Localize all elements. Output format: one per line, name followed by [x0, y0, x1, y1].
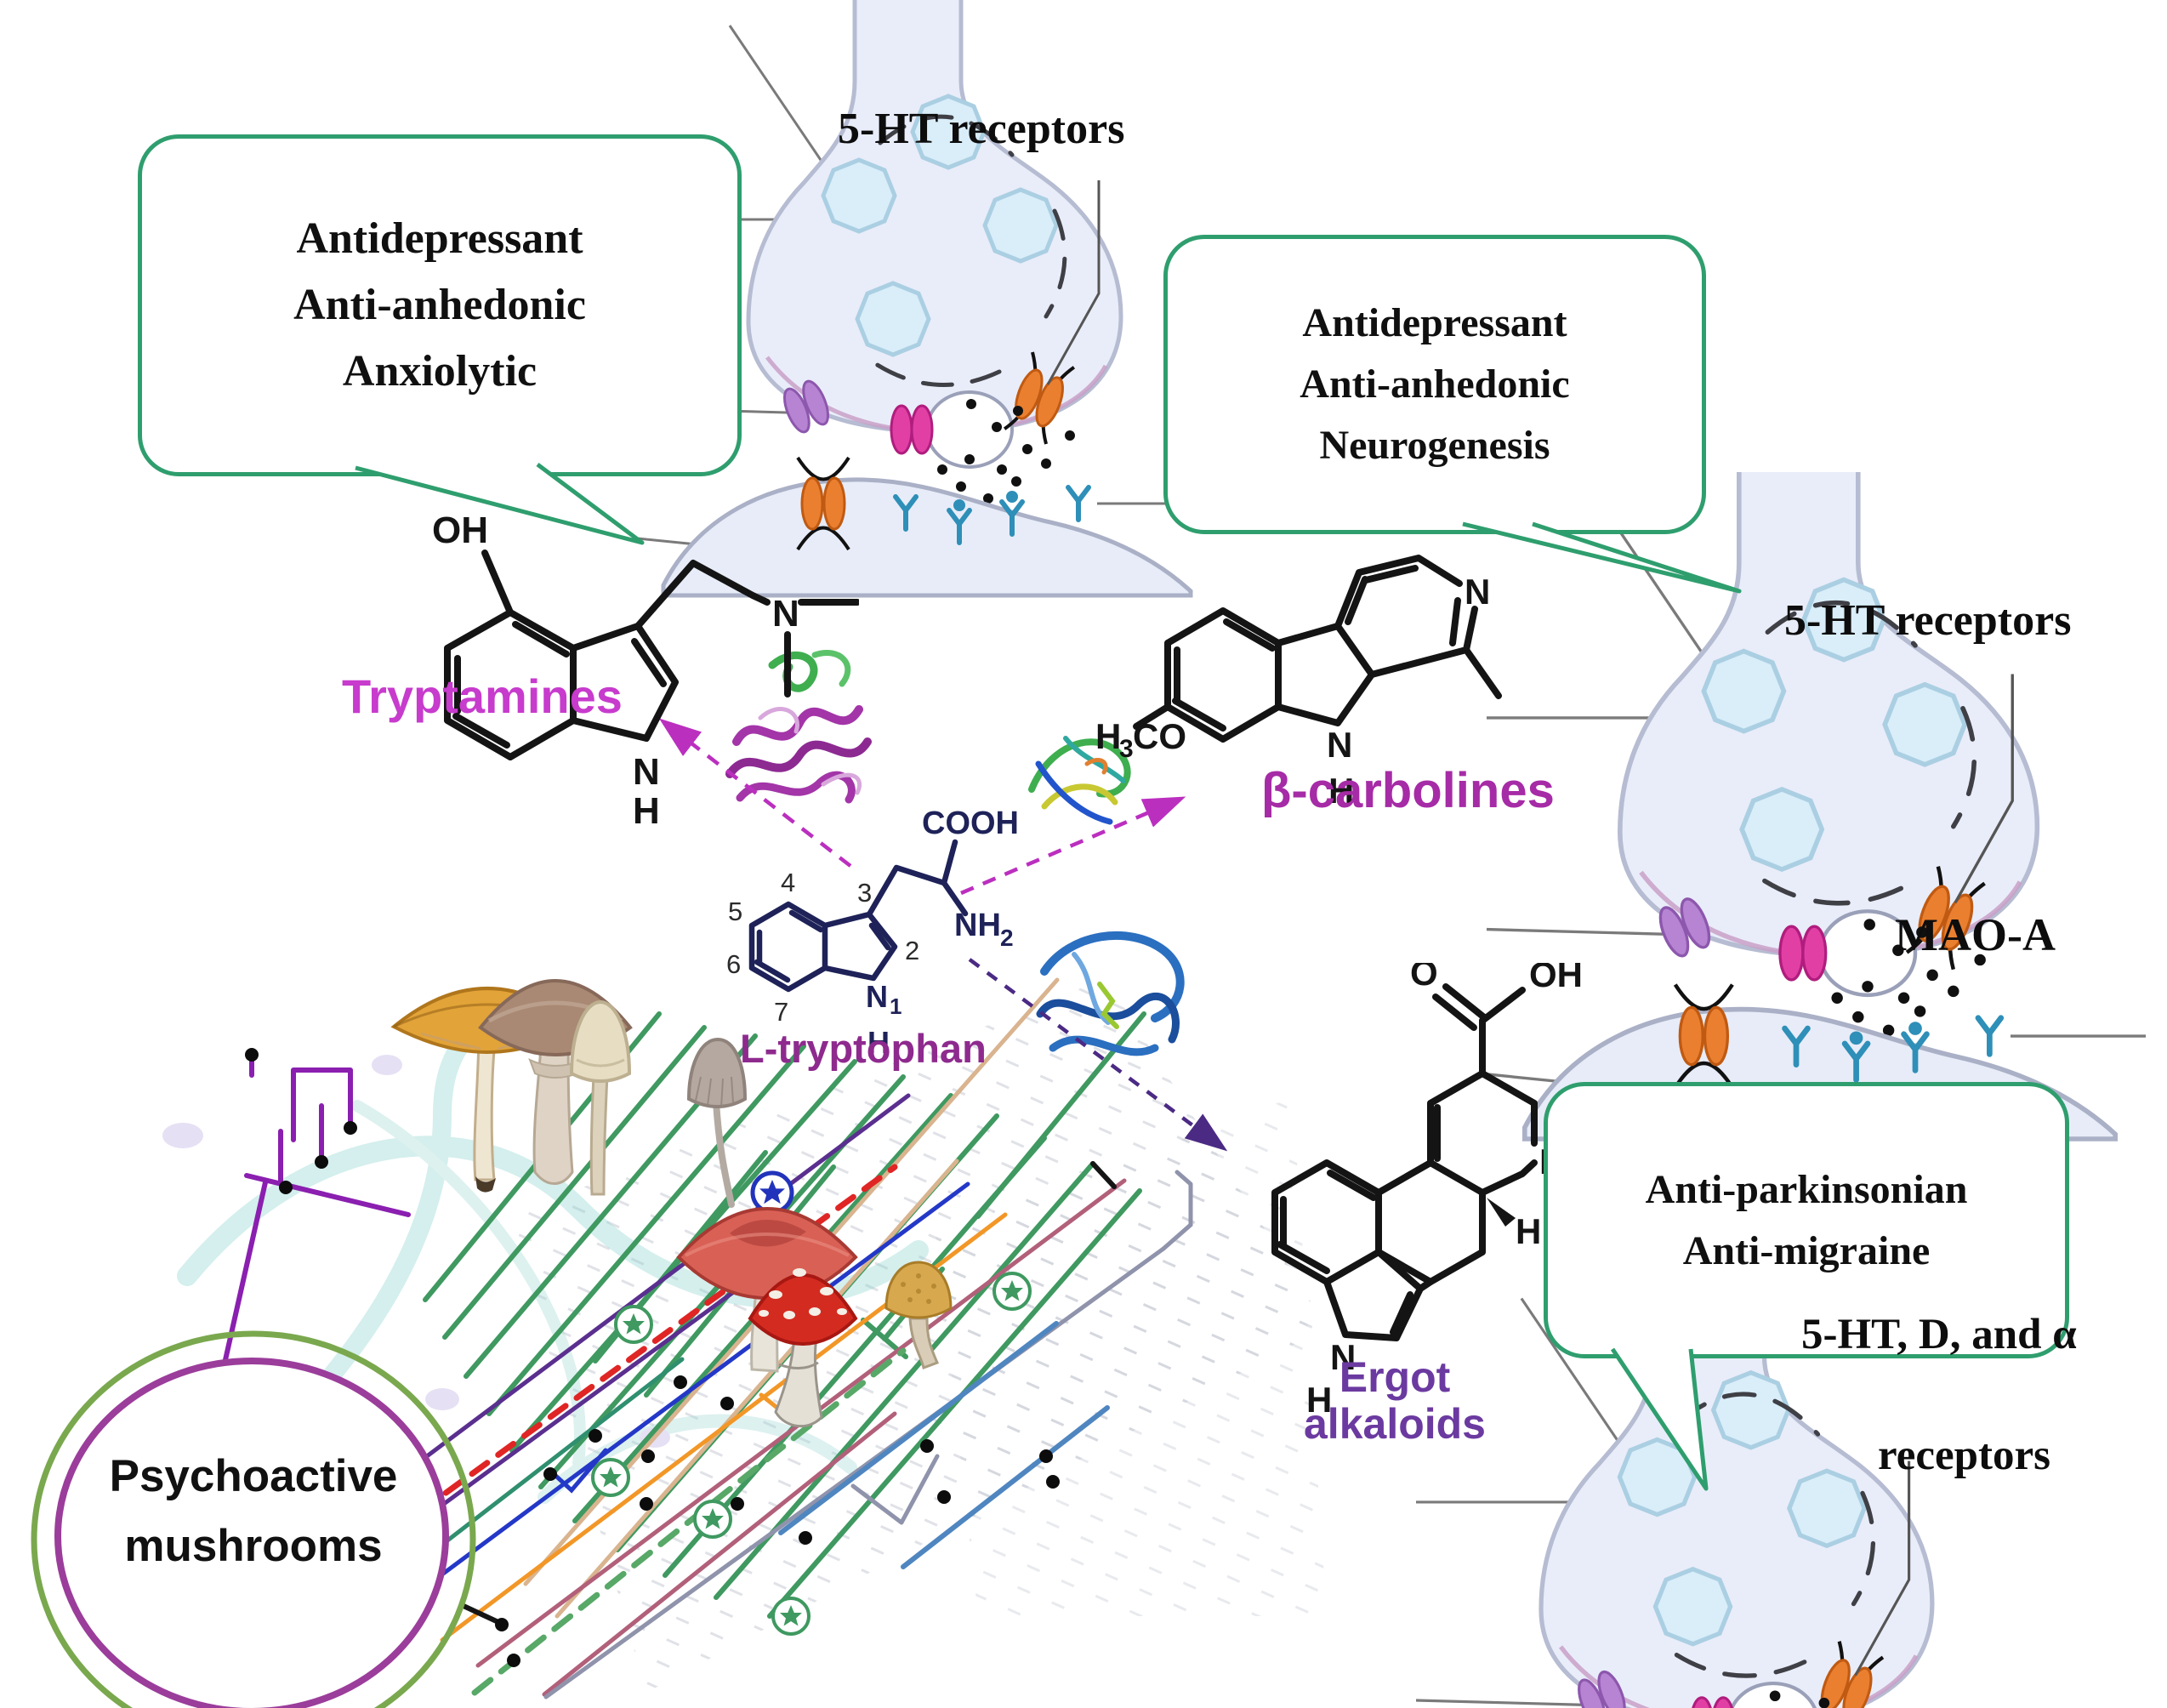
atom-label: H: [633, 790, 660, 825]
ring-number: 2: [905, 936, 919, 965]
blue-star-marker: [750, 1170, 794, 1215]
pathway-arrows: [658, 718, 1228, 1152]
atom-label: H: [1095, 716, 1121, 756]
label-tryptamines: Tryptamines: [342, 669, 623, 723]
effect-line: Anti-anhedonic: [1300, 362, 1570, 407]
bubble-tryptamine-effects: Antidepressant Anti-anhedonic Anxiolytic: [138, 134, 742, 476]
atom-label: 2: [1000, 925, 1014, 951]
psilocin-structure: OH N N H: [432, 510, 859, 825]
effect-line: Antidepressant: [1302, 300, 1567, 345]
atom-label: COOH: [922, 806, 1019, 841]
ring-number: 7: [774, 997, 788, 1027]
atom-label: N: [866, 979, 888, 1014]
l-tryptophan-structure: COOH NH 2 N 1 H 4 5 6 7 3 2: [726, 806, 1019, 1060]
label-5ht-receptors-top: 5-HT receptors: [838, 105, 1125, 153]
label-5ht-receptors-right: 5-HT receptors: [1784, 596, 2072, 645]
atom-label: OH: [1529, 963, 1583, 994]
beta-carboline-structure: H 3 CO N N H: [1095, 555, 1502, 811]
arrow-to-ergot: [968, 958, 1228, 1152]
atom-label: H: [1306, 1380, 1332, 1420]
label-l-tryptophan: L-tryptophan: [740, 1026, 987, 1071]
psychoactive-mushrooms-oval: [31, 1330, 476, 1708]
atom-label: N: [633, 751, 660, 793]
atom-label: H: [1516, 1211, 1541, 1251]
atom-label: N: [1327, 725, 1352, 765]
protein-ribbon-rainbow: [1028, 736, 1131, 825]
fly-agaric-spots: [759, 1268, 847, 1319]
arrow-to-carbolines: [960, 796, 1186, 896]
atom-label: N: [1465, 572, 1490, 612]
effect-line: Antidepressant: [296, 214, 583, 263]
protein-ribbon-blue: [1036, 931, 1185, 1056]
effect-line: Neurogenesis: [1319, 423, 1550, 468]
atom-label: 1: [890, 993, 901, 1019]
atom-label: 3: [1119, 735, 1134, 763]
label-mao-a: MAO-A: [1895, 909, 2056, 960]
effect-line: Anxiolytic: [342, 347, 537, 396]
label-ergot-line1: Ergot: [1339, 1353, 1451, 1401]
atom-label: N: [772, 593, 799, 635]
bubble-carboline-effects: Antidepressant Anti-anhedonic Neurogenes…: [1163, 235, 1706, 534]
label-psychoactive-mushrooms: Psychoactive mushrooms: [49, 1442, 458, 1581]
ring-number: 6: [726, 949, 741, 979]
label-beta-carbolines: β-carbolines: [1261, 763, 1555, 818]
label-psychoactive-line1: Psychoactive: [109, 1451, 398, 1501]
label-ergot-line2: alkaloids: [1304, 1400, 1486, 1448]
atom-label: H: [867, 1025, 890, 1060]
effect-line: Anti-anhedonic: [293, 281, 586, 329]
label-5ht-d-alpha: 5-HT, D, and α: [1801, 1311, 2077, 1358]
bubble-ergot-effects: Anti-parkinsonian Anti-migraine: [1544, 1082, 2069, 1358]
ring-number: 4: [781, 868, 795, 897]
mushroom-small-tan: [884, 1261, 953, 1369]
bubble-tail: [1610, 1347, 1709, 1491]
bubble-tail: [1462, 521, 1742, 594]
mushroom-mycena-thin: [686, 1037, 748, 1208]
mushroom-pale-conical: [569, 999, 632, 1196]
effect-line: Anti-parkinsonian: [1645, 1166, 1968, 1212]
effect-line: Anti-migraine: [1682, 1227, 1931, 1273]
arrow-to-tryptamines: [658, 718, 852, 868]
bubble-tail: [355, 462, 645, 545]
ring-number: 5: [728, 897, 742, 926]
mushroom-fly-agaric: [748, 1268, 858, 1428]
label-5ht-d-alpha-receptors: receptors: [1878, 1432, 2050, 1479]
label-ergot-alkaloids: Ergot alkaloids: [1288, 1354, 1501, 1448]
atom-label: CO: [1133, 716, 1186, 756]
atom-label: OH: [432, 510, 488, 551]
ring-number: 3: [857, 878, 872, 908]
atom-label: N: [1330, 1337, 1356, 1377]
green-star-markers: [591, 1272, 1032, 1636]
atom-label: NH: [954, 908, 1001, 943]
label-psychoactive-line2: mushrooms: [124, 1521, 383, 1572]
atom-label: H: [1328, 771, 1354, 811]
atom-label: O: [1410, 963, 1438, 993]
